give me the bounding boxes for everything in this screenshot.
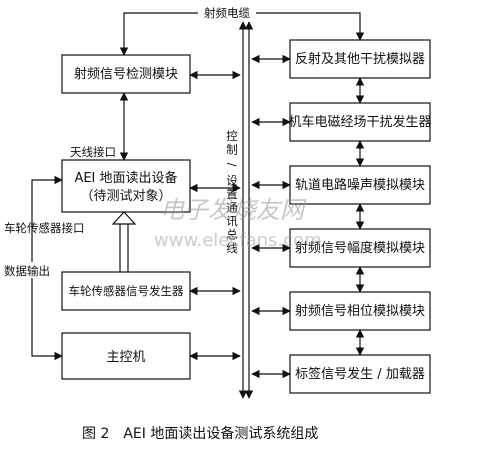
- right-box-label-0: 反射及其他干扰模拟器: [295, 51, 425, 67]
- rf-detect-box: [61, 54, 191, 94]
- watermark-cn: 电子发烧友网: [160, 196, 307, 224]
- rf-cable-label: 射频电缆: [204, 6, 250, 20]
- antenna-port-label: 天线接口: [70, 145, 116, 159]
- right-box-label-3: 射频信号幅度模拟模块: [295, 240, 425, 256]
- watermark-url: www.elecfans.com: [154, 230, 322, 251]
- aei-device-box: [61, 159, 191, 213]
- right-box-4: 射频信号相位模拟模块: [289, 291, 431, 331]
- right-box-0: 反射及其他干扰模拟器: [289, 39, 431, 79]
- wheel-generator-box: [61, 271, 191, 311]
- right-box-3: 射频信号幅度模拟模块: [289, 228, 431, 268]
- right-box-1: 机车电磁经场干扰发生器: [288, 102, 432, 142]
- wheel-port-label: 车轮传感器接口: [4, 221, 85, 235]
- wheel-sensor-link: [111, 211, 137, 272]
- aei-device-label-1: AEI 地面读出设备: [74, 170, 177, 186]
- right-box-5: 标签信号发生 / 加载器: [289, 354, 431, 394]
- rf-detect-label: 射频信号检测模块: [74, 66, 178, 82]
- data-output-label: 数据输出: [4, 264, 50, 278]
- right-box-2: 轨道电路噪声模拟模块: [289, 165, 431, 205]
- wheel-generator-label: 车轮传感器信号发生器: [69, 284, 184, 298]
- right-box-label-2: 轨道电路噪声模拟模块: [295, 177, 425, 193]
- right-box-label-4: 射频信号相位模拟模块: [295, 303, 425, 319]
- right-box-label-5: 标签信号发生 / 加载器: [295, 366, 425, 382]
- figure-caption: 图 2 AEI 地面读出设备测试系统组成: [82, 425, 318, 442]
- right-box-label-1: 机车电磁经场干扰发生器: [288, 114, 431, 130]
- host-label: 主控机: [106, 350, 145, 365]
- control-bus: [238, 21, 254, 399]
- aei-device-label-2: （待测试对象）: [80, 189, 171, 204]
